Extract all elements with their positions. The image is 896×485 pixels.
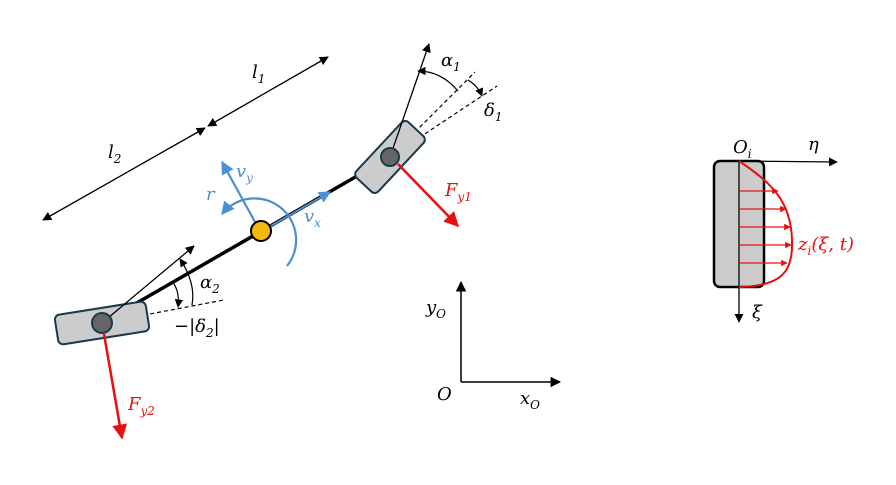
alpha1-arc <box>417 66 459 92</box>
center-of-gravity <box>250 220 272 242</box>
alpha2-arc <box>179 258 194 306</box>
dimension-l2: l2 <box>42 127 206 221</box>
rear-wheel-group: Fy2 α2 −|δ2| <box>53 245 225 440</box>
r-label: r <box>206 184 216 205</box>
vy-arrow <box>221 160 261 232</box>
fy1-arrow <box>397 163 460 228</box>
vx-body-highlight <box>261 191 332 232</box>
fy2-label: Fy2 <box>127 394 155 418</box>
delta2-label: −|δ2| <box>174 316 220 340</box>
xi-label: ξ <box>752 302 763 323</box>
eta-axis-arrow <box>738 157 838 167</box>
oi-label: Oi <box>733 137 752 161</box>
front-body-axis-dashed <box>389 71 476 158</box>
vx-label: vx <box>304 206 321 230</box>
alpha1-label: α1 <box>441 50 461 74</box>
origin-label: O <box>437 384 452 405</box>
l2-label: l2 <box>108 142 121 166</box>
fy2-arrow <box>102 333 128 440</box>
delta1-arc <box>467 79 484 97</box>
front-velocity-arrow <box>389 43 431 158</box>
deflection-curve <box>738 160 794 288</box>
vehicle-chassis-line <box>101 155 391 325</box>
dimension-l1: l1 <box>207 56 329 127</box>
rear-velocity-arrow <box>101 245 195 324</box>
delta2-arc <box>171 280 184 308</box>
eta-label: η <box>808 134 819 155</box>
vy-label: vy <box>236 161 253 185</box>
global-frame: xO yO O <box>425 280 562 412</box>
delta1-label: δ1 <box>484 100 502 124</box>
tire-brush-model: Oi η ξ zi(ξ, t) <box>712 134 854 323</box>
l1-label: l1 <box>252 62 265 86</box>
yaw-rate-arc <box>221 197 298 267</box>
front-wheel-hub <box>380 147 400 167</box>
y-axis-label: yO <box>425 297 446 321</box>
cg-kinematics: vy r vx <box>206 160 321 267</box>
alpha2-label: α2 <box>200 272 220 296</box>
zi-label: zi(ξ, t) <box>797 234 854 258</box>
rear-wheel-hub <box>91 312 113 334</box>
fy1-label: Fy1 <box>444 180 472 204</box>
front-wheel-group: Fy1 α1 δ1 <box>354 43 502 228</box>
x-axis-label: xO <box>520 388 540 412</box>
